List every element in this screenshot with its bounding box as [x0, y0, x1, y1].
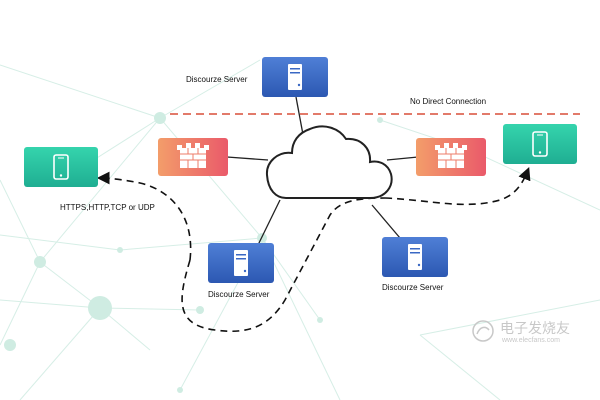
- left-firewall: [158, 138, 228, 176]
- server-icon: [408, 244, 422, 270]
- top-server: [262, 57, 328, 97]
- right-firewall: [416, 138, 486, 176]
- bottom-left-server: [208, 243, 274, 283]
- bottom-right-server-label: Discourze Server: [382, 283, 444, 292]
- firewall-icon: [177, 143, 209, 168]
- server-icon: [234, 250, 248, 276]
- bottom-left-server-label: Discourze Server: [208, 290, 270, 299]
- smartphone-icon: [532, 131, 548, 157]
- watermark-logo: [472, 320, 494, 342]
- firewall-icon: [435, 143, 467, 168]
- no-direct-connection-label: No Direct Connection: [410, 97, 487, 106]
- bottom-right-server: [382, 237, 448, 277]
- top-server-label: Discourze Server: [186, 75, 248, 84]
- dashed-path-right-phone: [384, 167, 531, 206]
- watermark-brand: 电子发烧友: [500, 320, 570, 336]
- server-icon: [288, 64, 302, 90]
- link-cloud-left-firewall: [226, 156, 269, 161]
- left-phone: [24, 147, 98, 187]
- dashed-path-loop: [181, 197, 386, 332]
- protocols-label: HTTPS,HTTP,TCP or UDP: [60, 203, 155, 212]
- cloud-icon: [265, 125, 393, 199]
- right-phone: [503, 124, 577, 164]
- link-cloud-bottom-left-server: [257, 199, 281, 246]
- link-cloud-bottom-right-server: [371, 204, 401, 239]
- smartphone-icon: [53, 154, 69, 180]
- watermark-url: www.elecfans.com: [502, 337, 560, 344]
- link-cloud-right-firewall: [386, 156, 419, 161]
- dashed-path-left-phone: [96, 171, 192, 261]
